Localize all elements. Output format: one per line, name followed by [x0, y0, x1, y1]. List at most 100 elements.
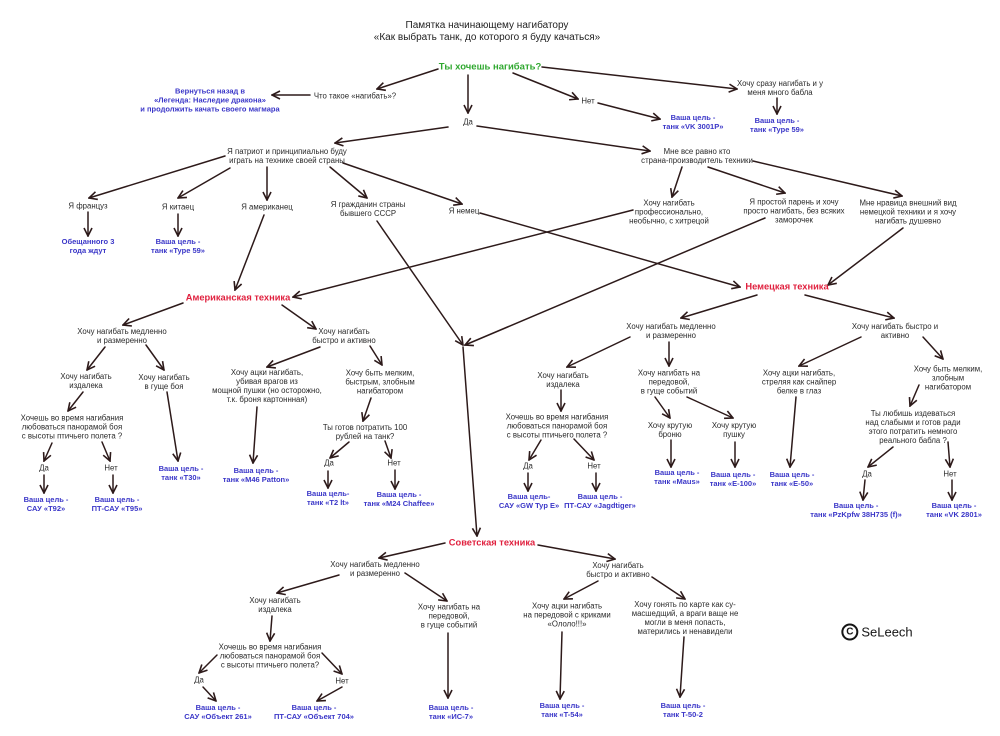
arrow-looks-to-de-tech [828, 227, 904, 285]
am-option-slow: Хочу нагибать медленно и размеренно [77, 327, 167, 345]
su-option-slow: Хочу нагибать медленно и размеренно [330, 560, 420, 578]
target-type-59-chinese: Ваша цель - танк «Type 59» [151, 237, 205, 255]
arrow-am-hell-to-m46 [253, 406, 257, 463]
am-option-small: Хочу быть мелким, быстрым, злобным нагиб… [345, 368, 415, 396]
arrow-am-fast-to-am-hell [267, 346, 321, 367]
start-question: Ты хочешь нагибать? [438, 61, 542, 73]
arrow-no-top-to-vk3001p [597, 102, 660, 119]
target-t-50-2: Ваша цель - танк T-50-2 [660, 701, 706, 719]
am-answer-yes: Да [39, 463, 49, 473]
arrow-patriot-to-french [89, 155, 226, 198]
am-question-100-rub: Ты готов потратить 100 рублей на танк? [322, 423, 408, 441]
arrow-de-yes2-to-pzkpfw [863, 479, 865, 500]
arrow-patriot-to-german [342, 162, 462, 204]
arrow-su-ololo-to-t54 [560, 631, 562, 699]
option-professional: Хочу нагибать профессионально, необычно,… [629, 198, 709, 226]
am-option-thick: Хочу нагибать в гуще боя [138, 373, 190, 391]
target-maus: Ваша цель - танк «Maus» [654, 468, 700, 486]
arrow-su-no-to-obj704 [317, 686, 343, 701]
su-answer-yes: Да [194, 675, 204, 685]
de-question-panorama: Хочешь во время нагибания любоваться пан… [505, 412, 609, 440]
arrow-am-far-to-am-panorama [68, 391, 84, 411]
arrow-su-panorama-to-su-yes [199, 654, 218, 673]
author-name: SeLeech [861, 624, 913, 640]
arrow-su-far-to-su-panorama [270, 615, 272, 641]
de-option-sniper: Хочу ацки нагибать, стреляя как снайпер … [761, 368, 837, 396]
page-title-line-1: Памятка начинающему нагибатору [405, 20, 569, 31]
option-french: Я француз [68, 201, 108, 211]
arrow-de-tech-to-de-slow [681, 294, 758, 318]
arrow-su-panorama-to-su-no [321, 652, 342, 674]
target-t92: Ваша цель - САУ «T92» [23, 495, 69, 513]
option-any-country: Мне все равно кто страна-производитель т… [641, 147, 753, 165]
page-title-line-2: «Как выбрать танк, до которого я буду ка… [373, 32, 601, 43]
arrow-am-100rub-to-am-no2 [385, 440, 391, 458]
am-option-fast: Хочу нагибать быстро и активно [312, 327, 376, 345]
arrow-de-tech-to-de-fast [804, 294, 894, 318]
de-option-gun: Хочу крутую пушку [711, 421, 757, 439]
target-e-100: Ваша цель - танк «E-100» [709, 470, 757, 488]
section-german-tech: Немецкая техника [745, 281, 829, 292]
de-option-fast: Хочу нагибать быстро и активно [851, 322, 939, 340]
arrow-de-panorama-to-de-yes [529, 439, 542, 460]
option-patriot: Я патриот и принципиально буду играть на… [227, 147, 347, 165]
option-chinese: Я китаец [161, 202, 195, 212]
su-option-ololo: Хочу ацки нагибать на передовой с крикам… [523, 601, 611, 629]
arrow-am-panorama-to-am-no [101, 441, 110, 461]
arrow-am-slow-to-am-thick [145, 344, 164, 370]
de-answer-yes-2: Да [862, 469, 872, 479]
target-pzkpfw-38h735: Ваша цель - танк «PzKpfw 38H735 (f)» [810, 501, 902, 519]
am-option-far: Хочу нагибать издалека [60, 372, 112, 390]
arrow-de-front-to-de-gun [686, 396, 733, 418]
am-answer-no: Нет [104, 463, 118, 473]
arrow-su-crazy-to-t502 [680, 636, 684, 697]
target-object-704: Ваша цель - ПТ-САУ «Объект 704» [274, 703, 354, 721]
option-simple-guy: Я простой парень и хочу просто нагибать,… [743, 197, 845, 225]
de-option-armor: Хочу крутую броню [647, 421, 693, 439]
arrow-pro-to-am-tech [293, 209, 634, 297]
de-answer-yes: Да [523, 461, 533, 471]
de-option-front: Хочу нагибать на передовой, в гуще событ… [637, 368, 701, 396]
option-ussr-citizen: Я гражданин страны бывшего СССР [330, 200, 406, 218]
option-german: Я немец [448, 206, 480, 216]
target-m24-chaffee: Ваша цель - танк «M24 Chaffee» [363, 490, 435, 508]
section-soviet-tech: Советская техника [448, 537, 536, 548]
arrow-de-small-to-de-bully [910, 384, 920, 406]
arrow-patriot-to-chinese [178, 167, 231, 198]
de-question-bully: Ты любишь издеваться над слабыми и готов… [865, 409, 961, 445]
arrow-any-country-to-looks [752, 160, 902, 196]
de-option-slow: Хочу нагибать медленно и размеренно [626, 322, 716, 340]
arrow-su-tech-to-su-slow [379, 542, 446, 558]
arrow-de-panorama-to-de-no [573, 438, 594, 460]
arrow-de-sniper-to-e50 [790, 396, 797, 467]
target-m46-patton: Ваша цель - танк «M46 Patton» [222, 466, 290, 484]
option-american: Я американец [241, 202, 293, 212]
arrow-de-bully-to-de-yes2 [868, 446, 894, 467]
arrow-de-fast-to-de-small [922, 336, 943, 359]
target-e-50: Ваша цель - танк «E-50» [769, 470, 815, 488]
arrow-su-tech-to-su-fast [537, 544, 615, 559]
arrow-de-bully-to-de-no2 [948, 441, 950, 467]
arrow-any-country-to-simple [707, 166, 785, 193]
arrow-root-to-rich [541, 66, 737, 89]
arrow-am-small-to-am-100rub [363, 397, 372, 421]
copyright-mark: C SeLeech [841, 623, 913, 641]
answer-yes-top: Да [463, 117, 473, 127]
arrow-de-fast-to-de-sniper [799, 336, 862, 366]
section-american-tech: Американская техника [185, 292, 291, 303]
target-jagdtiger: Ваша цель - ПТ-САУ «Jagdtiger» [564, 492, 636, 510]
arrow-yes-top-to-any-country [476, 125, 650, 151]
arrow-am-fast-to-am-small [369, 345, 382, 365]
target-t30: Ваша цель - танк «T30» [158, 464, 204, 482]
option-rich-now: Хочу сразу нагибать и у меня много бабла [737, 79, 823, 97]
arrow-patriot-to-ussr [329, 166, 367, 198]
de-answer-no: Нет [587, 461, 601, 471]
arrow-su-fast-to-su-crazy [651, 576, 685, 599]
arrow-layer [44, 66, 952, 701]
arrow-simple-to-hub [465, 217, 766, 345]
arrow-am-slow-to-am-far [87, 346, 106, 370]
su-option-fast: Хочу нагибать быстро и активно [586, 561, 650, 579]
target-gw-typ-e: Ваша цель- САУ «GW Typ E» [498, 492, 560, 510]
